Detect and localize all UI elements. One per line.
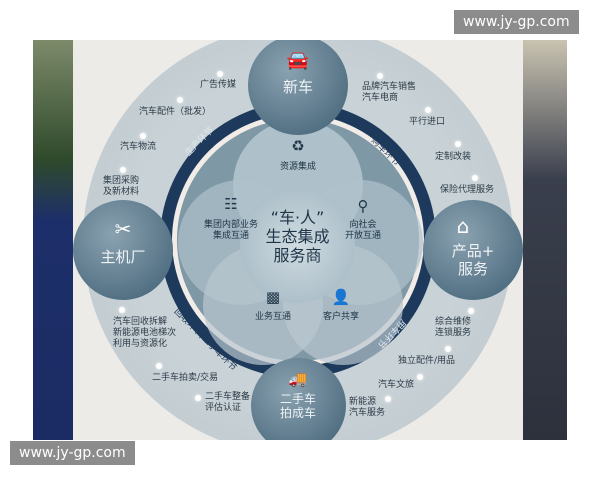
org-chart-icon: ☷: [224, 195, 238, 213]
outer-item: 汽车回收拆解 新能源电池梯次 利用与资源化: [113, 317, 177, 349]
watermark-top: www.jy-gp.com: [454, 10, 579, 34]
inner-module-resource: 资源集成: [279, 162, 316, 172]
outer-item: 综合维修 连锁服务: [435, 317, 472, 338]
poster: “车·人” 生态集成 服务商 ♻ 资源集成 ☷ 集团内部业务 集成互通 ⚲ 向社…: [73, 40, 523, 440]
outer-item: 新能源 汽车服务: [349, 397, 386, 418]
node-oem-label: 主机厂: [100, 248, 146, 266]
outer-item: 汽车文旅: [378, 380, 415, 390]
house-icon: ⌂: [456, 214, 470, 238]
dot: [385, 396, 391, 402]
inner-module-customers: 客户共享: [322, 312, 359, 322]
dot: [472, 175, 478, 181]
chat-icon: ▩: [265, 288, 281, 306]
node-new-car: [248, 40, 348, 135]
inner-module-open: 向社会 开放互通: [344, 220, 381, 241]
recycle-icon: ♻: [291, 137, 305, 155]
dot: [140, 133, 146, 139]
dot: [119, 307, 125, 313]
outer-item: 二手车拍卖/交易: [152, 373, 219, 383]
inner-module-internal: 集团内部业务 集成互通: [203, 220, 258, 241]
outer-item: 保险代理服务: [440, 185, 495, 195]
outer-item: 汽车物流: [120, 142, 157, 152]
center-line-2: 生态集成: [265, 227, 330, 246]
outer-item: 集团采购 及新材料: [103, 176, 140, 197]
dot: [377, 73, 383, 79]
node-oem: [73, 200, 173, 300]
node-used-car-label: 二手车 拍成车: [279, 392, 316, 420]
node-used-car: [251, 358, 346, 440]
center-circle: [240, 188, 355, 303]
outer-item: 独立配件/用品: [398, 356, 456, 366]
node-new-car-label: 新车: [282, 78, 313, 96]
background-left: [33, 40, 73, 440]
users-icon: 👤: [331, 288, 351, 306]
truck-icon: 🚚: [288, 370, 308, 388]
dot: [468, 308, 474, 314]
dot: [445, 346, 451, 352]
car-icon: 🚘: [286, 50, 310, 71]
dot: [417, 374, 423, 380]
node-product-service: [423, 200, 523, 300]
dot: [156, 363, 162, 369]
poster-photo: “车·人” 生态集成 服务商 ♻ 资源集成 ☷ 集团内部业务 集成互通 ⚲ 向社…: [33, 40, 567, 440]
dot: [425, 107, 431, 113]
outer-item: 广告传媒: [200, 80, 237, 90]
tools-icon: ✂: [114, 217, 132, 241]
center-title: “车·人” 生态集成 服务商: [240, 208, 355, 265]
dot: [177, 97, 183, 103]
inner-module-business: 业务互通: [254, 312, 291, 322]
outer-item: 品牌汽车销售 汽车电商: [362, 82, 417, 103]
dot: [120, 167, 126, 173]
dot: [217, 71, 223, 77]
center-line-3: 服务商: [273, 246, 322, 265]
outer-item: 平行进口: [409, 117, 446, 127]
background-right: [522, 40, 567, 440]
outer-item: 二手车整备 评估认证: [205, 392, 251, 413]
center-line-1: “车·人”: [270, 208, 325, 227]
outer-item: 汽车配件（批发）: [139, 107, 212, 117]
search-person-icon: ⚲: [357, 197, 369, 215]
dot: [195, 395, 201, 401]
node-product-service-label: 产品+ 服务: [451, 242, 495, 278]
dot: [455, 141, 461, 147]
outer-item: 定制改装: [435, 152, 472, 162]
watermark-bottom: www.jy-gp.com: [10, 441, 135, 465]
